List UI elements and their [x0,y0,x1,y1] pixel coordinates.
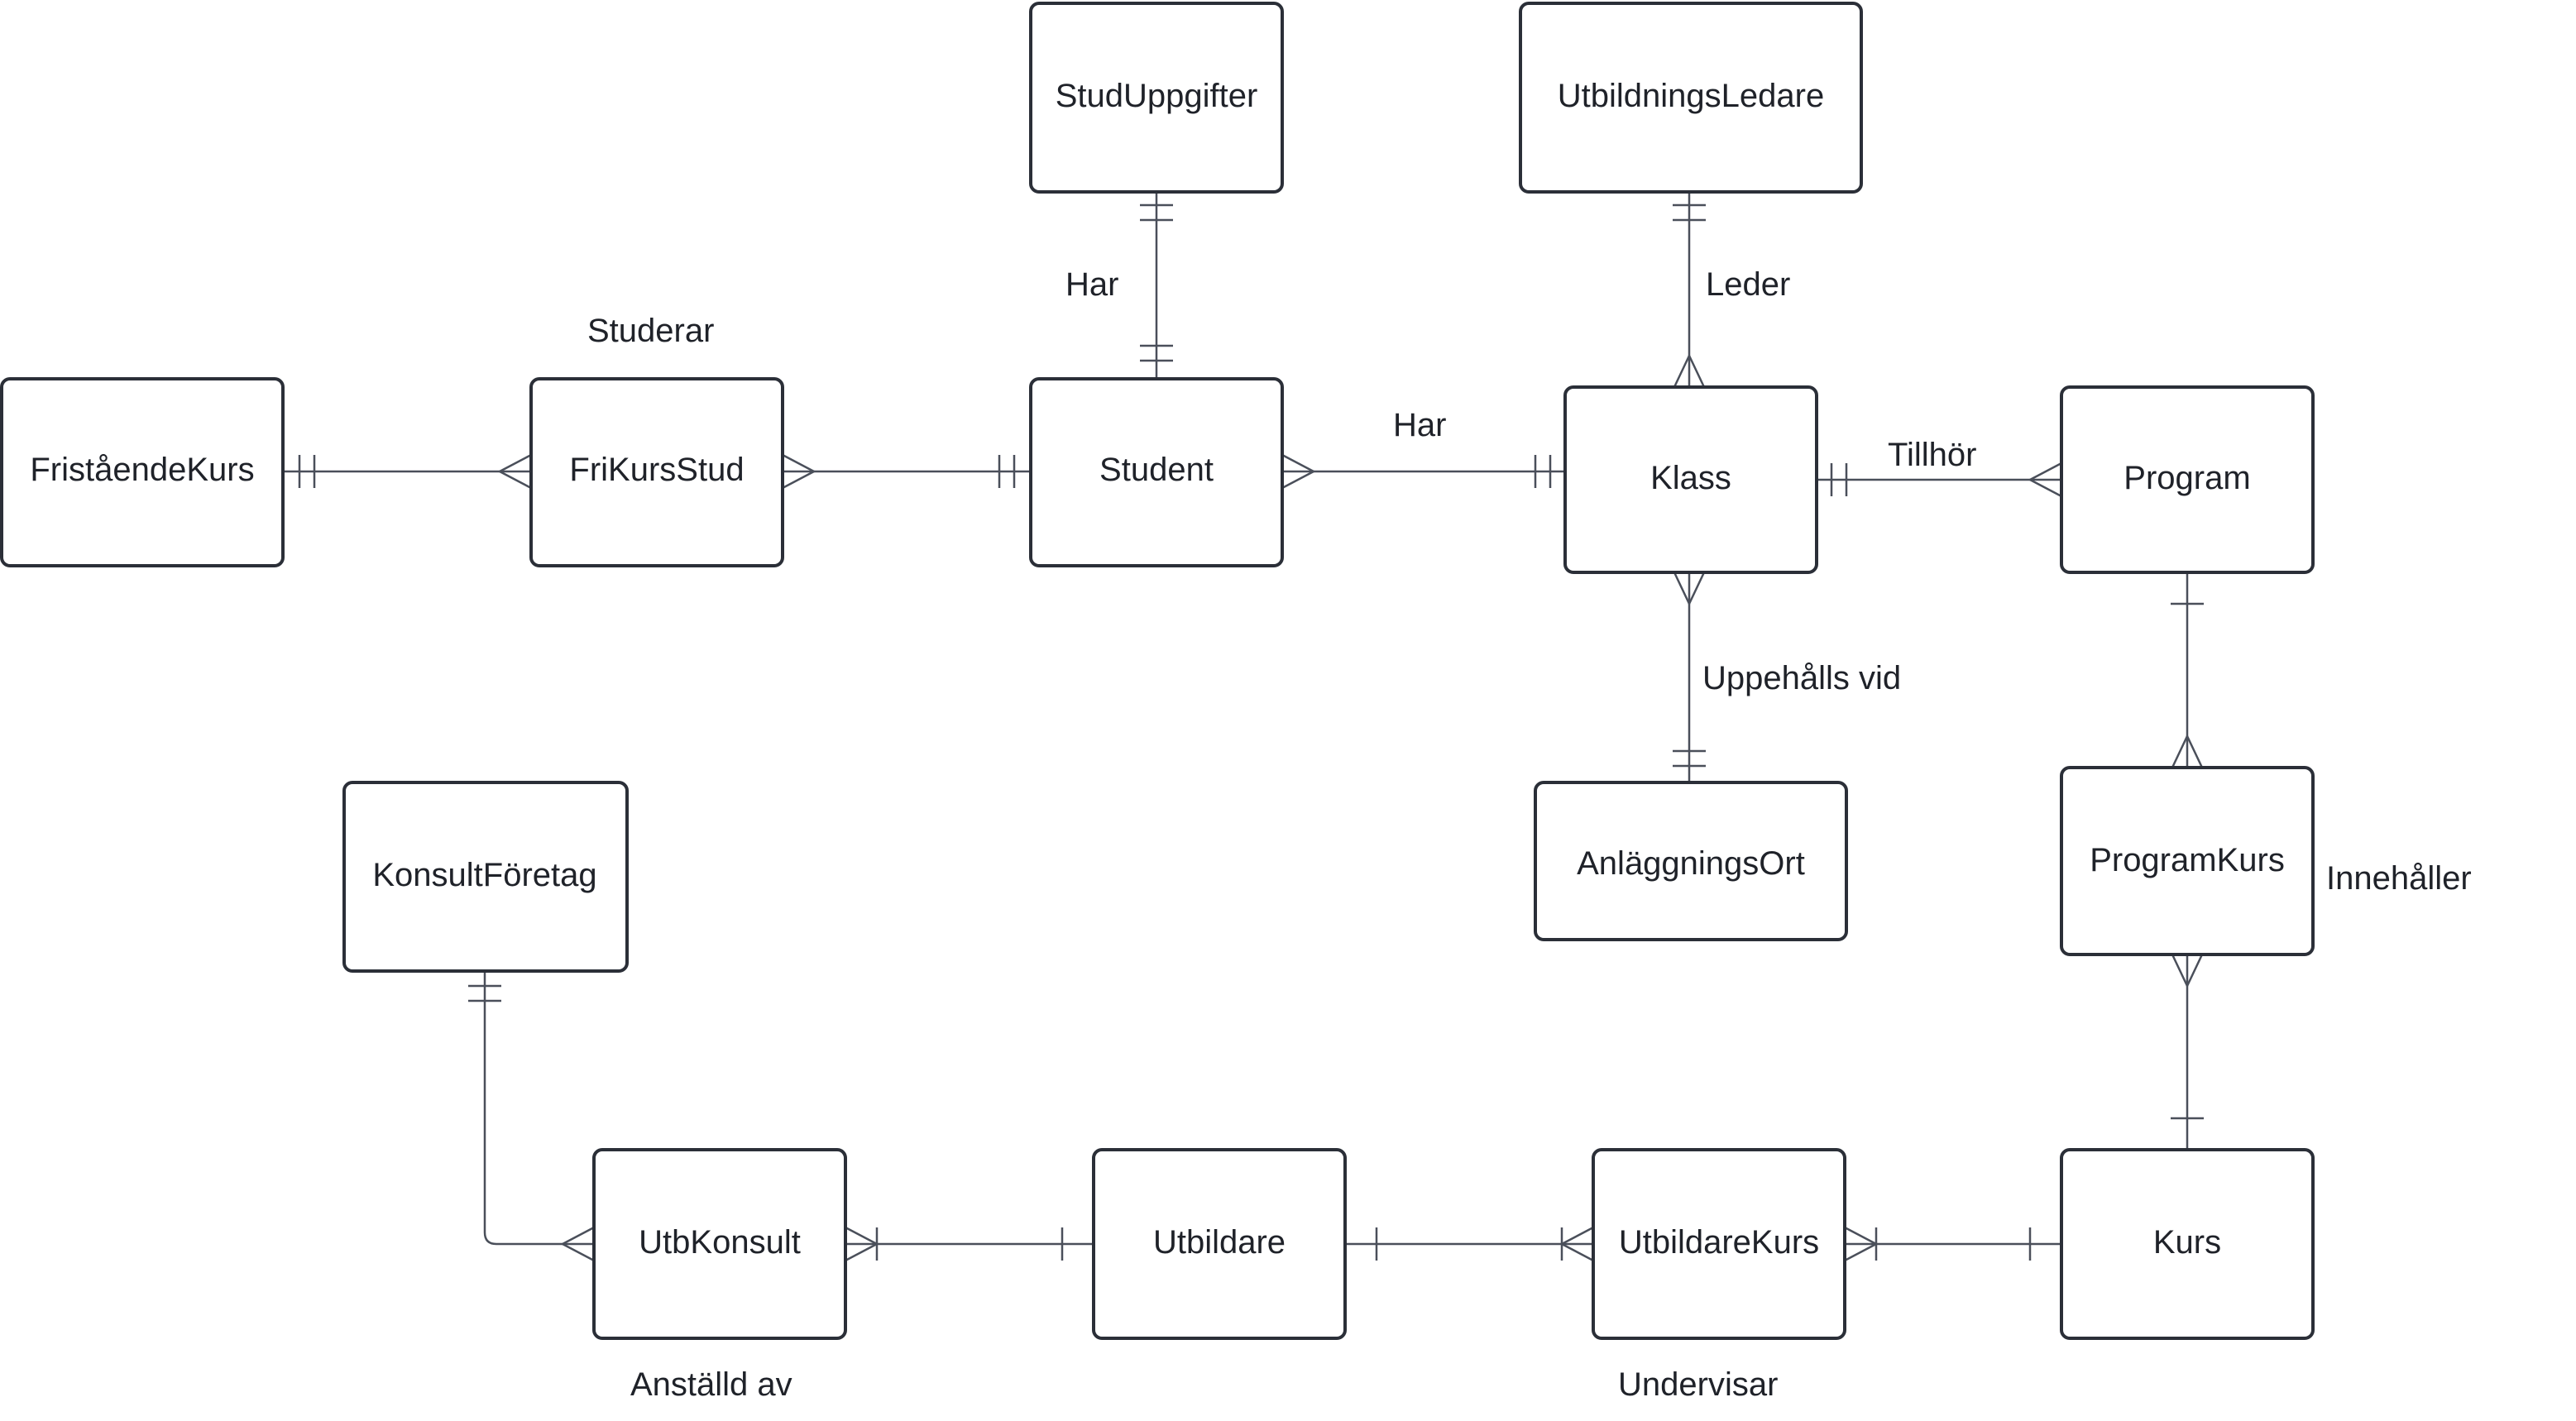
label-anstalld-av: Anställd av [630,1366,792,1403]
entity-klass[interactable]: Klass [1563,385,1818,574]
cardinality-marks [298,203,2204,1262]
entity-program[interactable]: Program [2060,385,2315,574]
entity-box [1534,781,1848,941]
entity-box [342,781,629,973]
entity-student[interactable]: Student [1029,377,1284,567]
marker-frikursstud-right-many [782,453,816,490]
entity-utbildarekurs[interactable]: UtbildareKurs [1592,1148,1846,1340]
entity-label: Klass [1650,460,1731,496]
entity-programkurs[interactable]: ProgramKurs [2060,766,2315,956]
label-studerar: Studerar [587,313,714,349]
marker-student-left-one [998,455,1016,488]
entity-utbildare[interactable]: Utbildare [1092,1148,1347,1340]
marker-klass-bottom-many [1673,572,1706,606]
entity-box [1563,385,1818,574]
marker-konsultforetag-one [468,984,501,1002]
entity-kurs[interactable]: Kurs [2060,1148,2315,1340]
entity-box [2060,766,2315,956]
entity-box [1592,1148,1846,1340]
label-innehaller: Innehåller [2326,860,2472,897]
marker-programkurs-top-many [2171,734,2204,768]
marker-programkurs-bottom-many [2171,954,2204,988]
marker-utbildarekurs-right-onemany [1844,1226,1879,1262]
entity-anlaggningsort[interactable]: AnläggningsOrt [1534,781,1848,941]
marker-klass-right-one [1830,463,1848,496]
marker-frikursstud-left-many [497,453,532,490]
entity-studuppgifter[interactable]: StudUppgifter [1029,2,1284,194]
entity-konsultforetag[interactable]: KonsultFöretag [342,781,629,973]
label-uppehalls-vid: Uppehålls vid [1702,660,1901,696]
marker-studuppgifter-one [1140,203,1173,222]
entity-box [529,377,784,567]
entity-box [1519,2,1863,194]
entity-label: UtbildningsLedare [1558,78,1824,114]
entity-fristaendekurs[interactable]: FriståendeKurs [0,377,285,567]
marker-program-left-many [2028,462,2062,498]
label-tillhor: Tillhör [1888,437,1976,473]
entity-label: Kurs [2153,1224,2221,1261]
marker-klass-top-many [1673,353,1706,388]
label-har-klass: Har [1393,407,1446,443]
entity-label: AnläggningsOrt [1577,845,1805,882]
marker-klass-left-one [1534,455,1552,488]
marker-utbildningsledare-one [1673,203,1706,222]
entity-label: StudUppgifter [1056,78,1258,114]
entity-label: UtbKonsult [639,1224,801,1261]
entity-label: ProgramKurs [2090,842,2285,878]
marker-utbkonsult-left-many [560,1226,595,1262]
marker-student-top-one [1140,344,1173,362]
connectors [285,192,2189,1246]
entity-label: Program [2124,460,2250,496]
edge-konsultforetag-utbkonsult [483,971,594,1246]
entity-box [0,377,285,567]
entity-box [1092,1148,1347,1340]
entity-label: UtbildareKurs [1619,1224,1819,1261]
entity-box [2060,1148,2315,1340]
marker-utbkonsult-right-onemany [845,1226,879,1262]
entity-box [1029,377,1284,567]
marker-anlaggningsort-one [1673,749,1706,768]
entity-box [1029,2,1284,194]
entity-utbildningsledare[interactable]: UtbildningsLedare [1519,2,1863,194]
label-har-studuppgifter: Har [1065,266,1118,303]
entity-box [2060,385,2315,574]
entity-frikursstud[interactable]: FriKursStud [529,377,784,567]
entity-box [592,1148,847,1340]
entity-label: FriKursStud [569,452,744,488]
relationship-labels: Har Leder Studerar Har Tillhör Uppehålls… [587,266,2472,1403]
marker-utbildarekurs-left-onemany [1559,1226,1594,1262]
entity-label: Student [1099,452,1214,488]
entity-utbkonsult[interactable]: UtbKonsult [592,1148,847,1340]
entity-label: Utbildare [1153,1224,1286,1261]
marker-student-right-many [1281,453,1316,490]
entity-label: KonsultFöretag [372,857,596,893]
entity-label: FriståendeKurs [30,452,254,488]
marker-fristaendekurs-one [298,455,316,488]
label-undervisar: Undervisar [1618,1366,1778,1403]
label-leder: Leder [1706,266,1790,303]
